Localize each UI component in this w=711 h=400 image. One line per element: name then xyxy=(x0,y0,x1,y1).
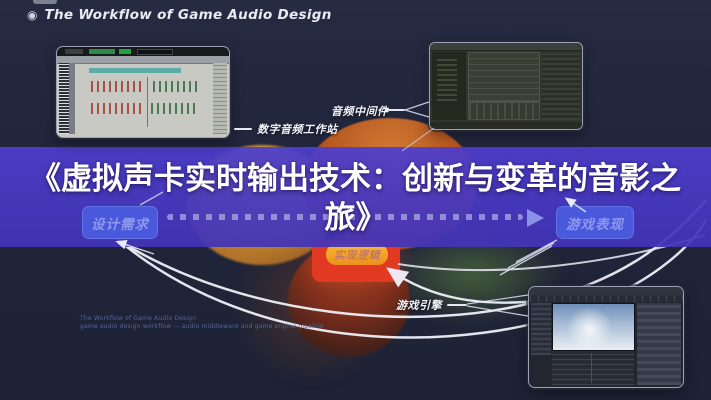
daw-right-panel xyxy=(213,63,227,134)
target-icon: ◉ xyxy=(27,8,38,22)
engine-titlebar xyxy=(529,287,683,295)
logic-node: 实现逻辑 xyxy=(326,244,388,265)
middleware-callout-label: 音频中间件 xyxy=(331,105,389,118)
footnote: The Workflow of Game Audio Design game a… xyxy=(80,315,350,331)
main-title-line2: 旅》 xyxy=(324,200,387,236)
daw-titlebar xyxy=(57,47,229,56)
engine-callout-dash xyxy=(447,304,467,306)
middleware-right-panel xyxy=(542,52,580,120)
top-notch xyxy=(33,0,57,4)
middleware-lower-panel xyxy=(468,102,540,120)
page-title: The Workflow of Game Audio Design xyxy=(44,7,332,23)
page-header: ◉ The Workflow of Game Audio Design xyxy=(27,7,332,23)
middleware-callout-dash xyxy=(385,109,405,111)
main-title: 《虚拟声卡实时输出技术：创新与变革的音影之 旅》 xyxy=(10,160,701,238)
footnote-line1: The Workflow of Game Audio Design xyxy=(80,315,197,322)
engine-bottom-panel xyxy=(552,351,634,385)
engine-viewport-sky xyxy=(552,303,635,351)
engine-left-panel xyxy=(531,303,551,355)
daw-callout-dash xyxy=(234,128,252,130)
middleware-screenshot xyxy=(429,42,583,130)
game-engine-screenshot xyxy=(528,286,684,388)
daw-toolbar xyxy=(57,56,229,64)
engine-toolbar xyxy=(529,295,683,302)
main-title-line1: 《虚拟声卡实时输出技术：创新与变革的音影之 xyxy=(30,161,681,197)
daw-midi-notes xyxy=(91,81,143,92)
daw-header-line xyxy=(89,68,181,73)
daw-piano-strip xyxy=(59,63,69,134)
engine-callout-label: 游戏引擎 xyxy=(396,299,442,312)
middleware-statusbar xyxy=(430,122,582,129)
daw-callout-label: 数字音频工作站 xyxy=(257,123,338,136)
engine-right-panel xyxy=(637,303,681,385)
logic-node-label: 实现逻辑 xyxy=(334,248,380,262)
footnote-line2: game audio design workflow — audio middl… xyxy=(80,323,324,330)
daw-screenshot xyxy=(56,46,230,138)
middleware-main-panel xyxy=(468,52,540,102)
middleware-titlebar xyxy=(430,43,582,51)
